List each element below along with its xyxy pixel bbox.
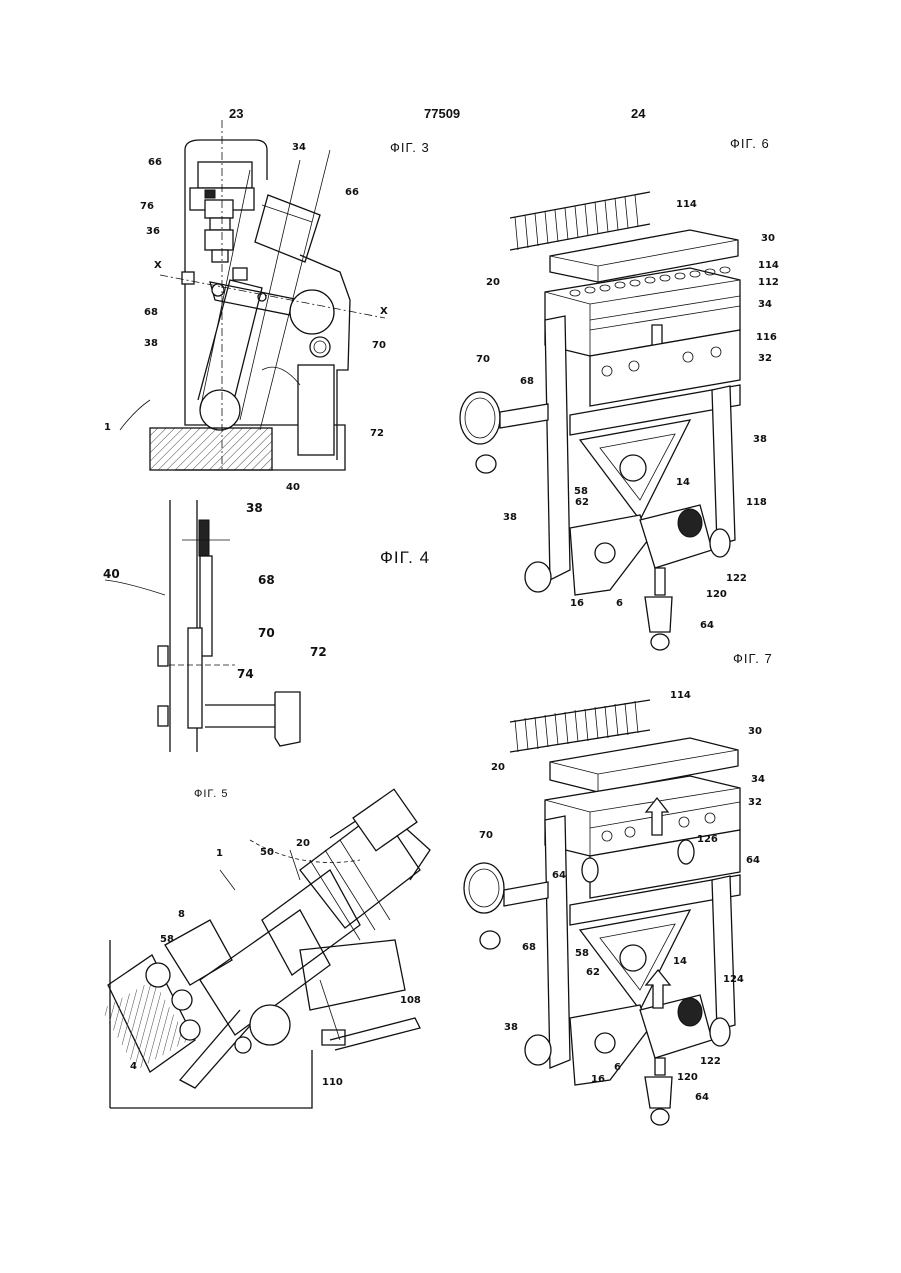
- fig6-ref: 118: [746, 497, 767, 508]
- fig4-ref: 38: [246, 501, 263, 515]
- fig5-reference-numerals: 1 50 20 8 58 108 4 110: [130, 838, 421, 1088]
- fig7-ref: 34: [751, 774, 765, 785]
- fig5-ref: 8: [178, 909, 185, 920]
- fig3-drawing: [120, 120, 385, 470]
- fig6-ref: 122: [726, 573, 747, 584]
- fig7-ref: 30: [748, 726, 762, 737]
- fig3-ref: 66: [148, 157, 162, 168]
- fig6-ref: 58: [574, 486, 588, 497]
- fig3-ref: 72: [370, 428, 384, 439]
- fig7-ref: 70: [479, 830, 493, 841]
- fig6-ref: 20: [486, 277, 500, 288]
- fig3-ref: 34: [292, 142, 306, 153]
- fig5-ref: 1: [216, 848, 223, 859]
- fig7-ref: 64: [552, 870, 566, 881]
- fig4-ref: 68: [258, 573, 275, 587]
- fig6-ref: 116: [756, 332, 777, 343]
- fig6-ref: 38: [753, 434, 767, 445]
- fig5-ref: 108: [400, 995, 421, 1006]
- fig3-ref: 36: [146, 226, 160, 237]
- fig3-ref: 76: [140, 201, 154, 212]
- fig6-ref: 14: [676, 477, 690, 488]
- fig3-ref: X: [154, 260, 162, 271]
- fig3-ref: 66: [345, 187, 359, 198]
- fig7-ref: 122: [700, 1056, 721, 1067]
- fig6-ref: 112: [758, 277, 779, 288]
- fig6-ref: 34: [758, 299, 772, 310]
- fig5-ref: 50: [260, 847, 274, 858]
- fig5-ref: 4: [130, 1061, 137, 1072]
- fig6-ref: 68: [520, 376, 534, 387]
- fig6-drawing: [460, 192, 740, 650]
- fig5-ref: 58: [160, 934, 174, 945]
- fig7-ref: 64: [695, 1092, 709, 1103]
- fig5-ref: 20: [296, 838, 310, 849]
- fig7-ref: 16: [591, 1074, 605, 1085]
- fig7-drawing: [464, 700, 740, 1125]
- fig7-ref: 58: [575, 948, 589, 959]
- fig3-ref: 40: [286, 482, 300, 493]
- fig7-ref: 38: [504, 1022, 518, 1033]
- fig3-ref: 38: [144, 338, 158, 349]
- fig6-ref: 6: [616, 598, 623, 609]
- fig7-ref: 120: [677, 1072, 698, 1083]
- fig6-ref: 64: [700, 620, 714, 631]
- fig4-reference-numerals: 38 40 68 70 72 74: [103, 501, 327, 681]
- fig7-ref: 124: [723, 974, 744, 985]
- fig6-ref: 70: [476, 354, 490, 365]
- fig7-ref: 20: [491, 762, 505, 773]
- fig6-ref: 114: [758, 260, 779, 271]
- fig6-ref: 32: [758, 353, 772, 364]
- fig6-ref: 38: [503, 512, 517, 523]
- fig7-ref: 114: [670, 690, 691, 701]
- fig7-ref: 126: [697, 834, 718, 845]
- fig4-ref: 40: [103, 567, 120, 581]
- fig3-ref: 68: [144, 307, 158, 318]
- fig3-ref: 70: [372, 340, 386, 351]
- fig5-ref: 110: [322, 1077, 343, 1088]
- fig7-ref: 68: [522, 942, 536, 953]
- fig6-ref: 120: [706, 589, 727, 600]
- fig3-ref: X: [380, 306, 388, 317]
- fig4-ref: 72: [310, 645, 327, 659]
- fig4-ref: 70: [258, 626, 275, 640]
- fig7-ref: 62: [586, 967, 600, 978]
- fig6-ref: 30: [761, 233, 775, 244]
- fig7-ref: 32: [748, 797, 762, 808]
- fig5-drawing: [102, 789, 430, 1108]
- fig4-ref: 74: [237, 667, 254, 681]
- fig6-ref: 114: [676, 199, 697, 210]
- fig6-ref: 16: [570, 598, 584, 609]
- fig6-ref: 62: [575, 497, 589, 508]
- fig7-ref: 14: [673, 956, 687, 967]
- fig7-ref: 64: [746, 855, 760, 866]
- fig7-ref: 6: [614, 1062, 621, 1073]
- fig3-ref: 1: [104, 422, 111, 433]
